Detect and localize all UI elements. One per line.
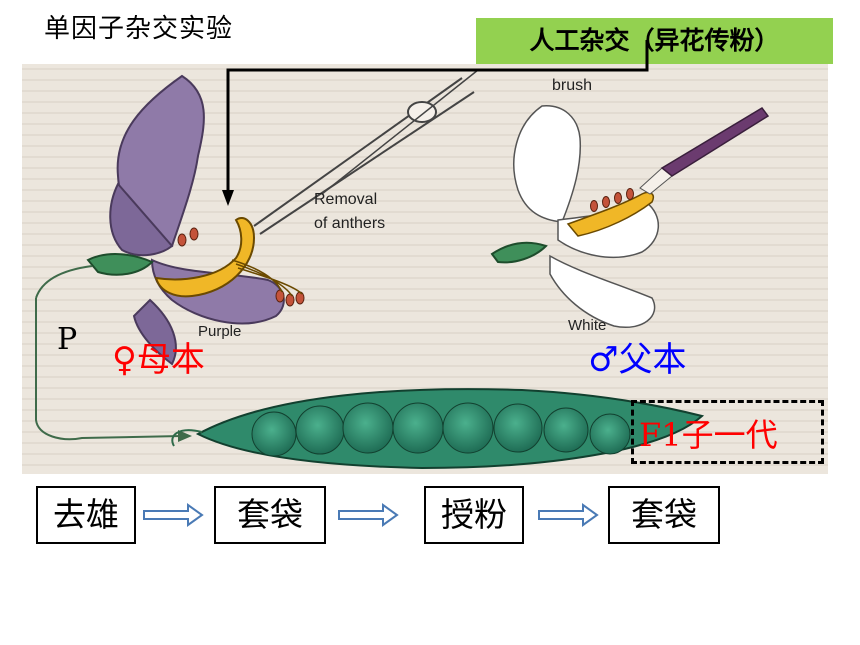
- pea-pod: [171, 388, 705, 470]
- step-bagging-2: 套袋: [608, 486, 720, 544]
- purple-flower: [35, 74, 305, 366]
- mother-plant-label: ♀母本: [112, 340, 205, 380]
- flow-arrow-2: [338, 503, 399, 527]
- purple-label: Purple: [198, 323, 241, 340]
- white-label: White: [568, 317, 606, 334]
- removal-label: Removal: [314, 191, 377, 208]
- step-bagging-1: 套袋: [214, 486, 326, 544]
- brush-label: brush: [552, 77, 592, 94]
- f1-dashed-box: [631, 400, 824, 464]
- f1-generation-label: F1子一代: [639, 416, 778, 454]
- parent-generation-label: P: [57, 322, 78, 357]
- flow-arrow-1: [143, 503, 204, 527]
- step-pollination: 授粉: [424, 486, 524, 544]
- connector-arrowhead: [178, 430, 192, 442]
- artificial-hybridization-label: 人工杂交（异花传粉）: [476, 18, 833, 64]
- step-emasculation: 去雄: [36, 486, 136, 544]
- connector-line: [35, 298, 183, 441]
- slide-title: 单因子杂交实验: [44, 14, 234, 44]
- flow-arrow-3: [538, 503, 599, 527]
- of-anthers-label: of anthers: [314, 215, 385, 232]
- father-plant-label: ♂父本: [588, 340, 687, 380]
